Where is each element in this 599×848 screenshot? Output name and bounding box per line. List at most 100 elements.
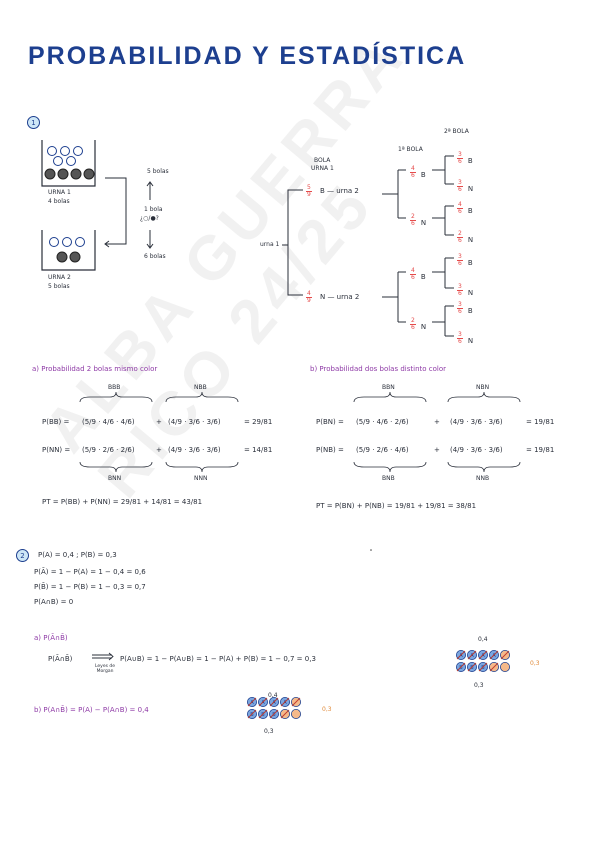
b-pbn-lhs: P(BN) = [316, 418, 344, 426]
b-pnb-term1: (5/9 · 2/6 · 4/6) [356, 446, 409, 454]
tree-header-bola: BOLA [314, 157, 331, 164]
b-brace-bbn: BBN [382, 384, 395, 391]
b-pnb-term2: (4/9 · 3/6 · 3/6) [450, 446, 503, 454]
ex1-b-heading: b) Probabilidad dos bolas distinto color [310, 365, 446, 373]
urna-1-container [41, 140, 96, 187]
plus-sign: + [434, 446, 440, 454]
grid-ball [290, 709, 301, 720]
tree-header-1bola: 1ª BOLA [398, 146, 423, 153]
urna-bracket [104, 177, 127, 248]
grid-ball-strike [478, 662, 488, 672]
grid-ball-strike [247, 709, 257, 719]
morgan-note: Leyes de Morgan [94, 664, 116, 674]
grid-ball-strike [456, 650, 466, 660]
grid-b-right-label: 0,3 [322, 706, 332, 713]
middle-arrows [146, 181, 154, 249]
grid-ball-strike [467, 662, 477, 672]
a-pnn-lhs: P(NN) = [42, 446, 71, 454]
grid-ball-strike [489, 662, 499, 672]
tree-header-2bola: 2ª BOLA [444, 128, 469, 135]
grid-ball-strike [258, 697, 268, 707]
b-brace-nnb: NNB [476, 475, 490, 482]
grid-ball-letter: A [470, 653, 474, 659]
tree-header-urna1: URNA 1 [311, 165, 334, 172]
a-pbb-lhs: P(BB) = [42, 418, 70, 426]
ex2-line-3: P(B̄) = 1 − P(B) = 1 − 0,3 = 0,7 [34, 583, 146, 591]
tree-root-label: urna 1 [260, 241, 280, 248]
ex2-line-2: P(Ā) = 1 − P(A) = 1 − 0,4 = 0,6 [34, 568, 146, 576]
urna-1-count: 4 bolas [48, 198, 70, 205]
grid-b-top-label: 0,4 [268, 692, 278, 699]
grid-ball-strike [291, 697, 301, 707]
a-pbb-term1: (5/9 · 4/6 · 4/6) [82, 418, 135, 426]
grid-ball [499, 662, 510, 673]
arrow-mid-label-1: 1 bola [144, 206, 163, 213]
a-pbb-term2: (4/9 · 3/6 · 3/6) [168, 418, 221, 426]
tree-n1-label: N — urna 2 [320, 293, 360, 301]
b-pbn-rhs: = 19/81 [526, 418, 555, 426]
grid-ball-strike [247, 697, 257, 707]
grid-ball-letter: A [459, 653, 463, 659]
grid-ball-letter: B [261, 712, 265, 718]
plus-sign: + [156, 446, 162, 454]
urna-1-label: URNA 1 [48, 189, 71, 196]
grid-ball-strike [500, 650, 510, 660]
grid-ball-strike [456, 662, 466, 672]
grid-ball-strike [467, 650, 477, 660]
b-pnb-rhs: = 19/81 [526, 446, 555, 454]
grid-b-bottom-label: 0,3 [264, 728, 274, 735]
a-pnn-term2: (4/9 · 3/6 · 3/6) [168, 446, 221, 454]
grid-ball-letter: A [492, 653, 496, 659]
exercise-2-number: 2 [16, 549, 29, 562]
a-brace-nbb: NBB [194, 384, 207, 391]
grid-a-right-label: 0,3 [530, 660, 540, 667]
a-brace-bbb: BBB [108, 384, 121, 391]
grid-ball-letter: A [481, 653, 485, 659]
urna-2-container [41, 230, 96, 271]
a-total: PT = P(BB) + P(NN) = 29/81 + 14/81 = 43/… [42, 498, 203, 506]
grid-a-top-label: 0,4 [478, 636, 488, 643]
grid-ball-strike [280, 709, 290, 719]
b-pnb-lhs: P(NB) = [316, 446, 344, 454]
grid-ball-strike [269, 697, 279, 707]
ex2-line-4: P(A∩B) = 0 [34, 598, 74, 606]
plus-sign: + [156, 418, 162, 426]
grid-ball-letter: A [272, 700, 276, 706]
a-brace-nnn: NNN [194, 475, 208, 482]
grid-ball-letter: A [283, 700, 287, 706]
urna-2-balls [49, 237, 85, 263]
ex2-a-rhs: P(A∪B) = 1 − P(A∪B) = 1 − P(A) + P(B) = … [120, 655, 316, 663]
grid-ball-strike [478, 650, 488, 660]
plus-sign: + [434, 418, 440, 426]
ex2-b-heading: b) P(A∩B̄) = P(A) − P(A∩B) = 0,4 [34, 706, 149, 714]
grid-ball-letter: A [250, 700, 254, 706]
grid-ball-letter: B [481, 665, 485, 671]
grid-ball-letter: B [459, 665, 463, 671]
a-pbb-rhs: = 29/81 [244, 418, 273, 426]
arrow-bottom-label: 6 bolas [144, 253, 166, 260]
urna-2-label: URNA 2 [48, 274, 71, 281]
page-title: PROBABILIDAD Y ESTADÍSTICA [28, 42, 467, 70]
grid-ball-strike [269, 709, 279, 719]
grid-ball-letter: B [470, 665, 474, 671]
arrow-mid-label-2: ¿○/●? [140, 215, 159, 222]
a-pnn-term1: (5/9 · 2/6 · 2/6) [82, 446, 135, 454]
grid-ball-letter: B [272, 712, 276, 718]
b-brace-nbn: NBN [476, 384, 490, 391]
ex1-a-heading: a) Probabilidad 2 bolas mismo color [32, 365, 158, 373]
